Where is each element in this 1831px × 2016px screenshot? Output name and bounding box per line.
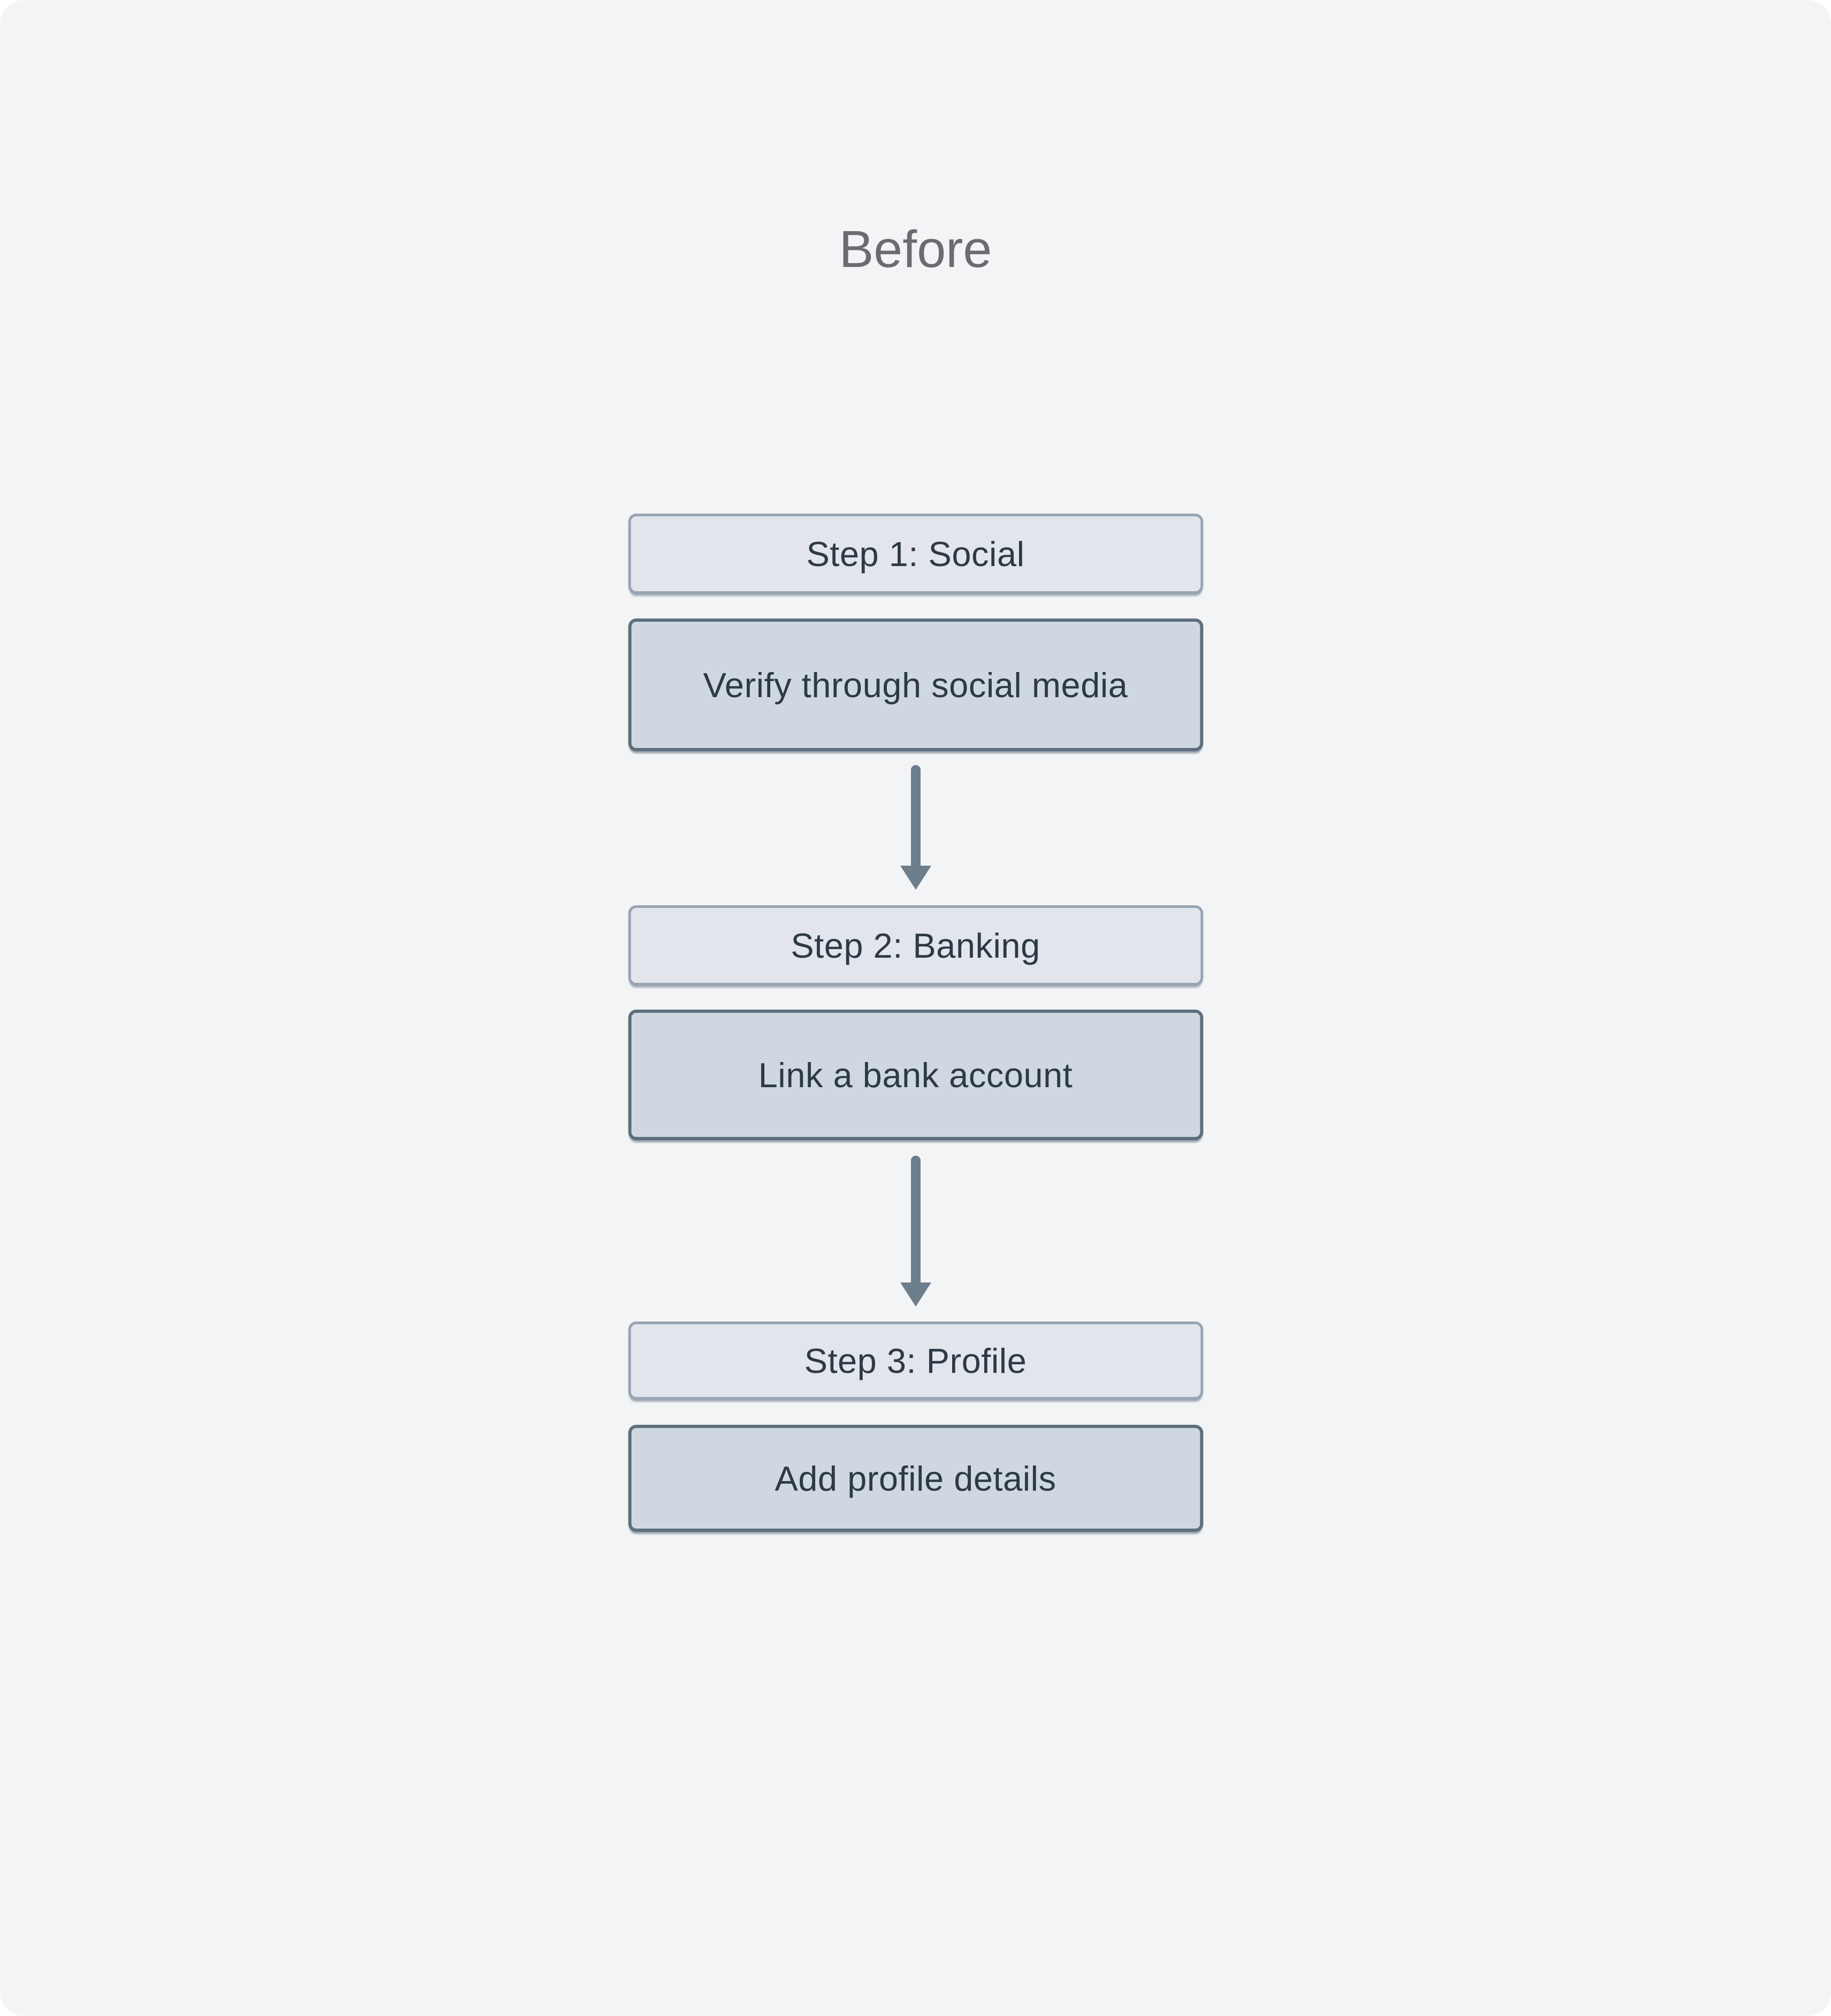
step-3-header-label: Step 3: Profile	[804, 1341, 1027, 1380]
arrow-down-icon	[900, 765, 931, 890]
diagram-title: Before	[839, 220, 992, 278]
step-3-task-label: Add profile details	[775, 1458, 1056, 1498]
step-1-task-box: Verify through social media	[628, 618, 1203, 751]
arrow-down-icon	[900, 1156, 931, 1307]
step-3-header-box: Step 3: Profile	[628, 1322, 1203, 1400]
step-1-task-label: Verify through social media	[703, 665, 1128, 705]
step-3-task-box: Add profile details	[628, 1425, 1203, 1532]
step-2-header-box: Step 2: Banking	[628, 905, 1203, 986]
step-1-header-box: Step 1: Social	[628, 514, 1203, 594]
step-2-task-box: Link a bank account	[628, 1010, 1203, 1140]
step-2-task-label: Link a bank account	[758, 1055, 1073, 1095]
step-2-header-label: Step 2: Banking	[791, 926, 1040, 965]
step-1-header-label: Step 1: Social	[806, 534, 1025, 574]
